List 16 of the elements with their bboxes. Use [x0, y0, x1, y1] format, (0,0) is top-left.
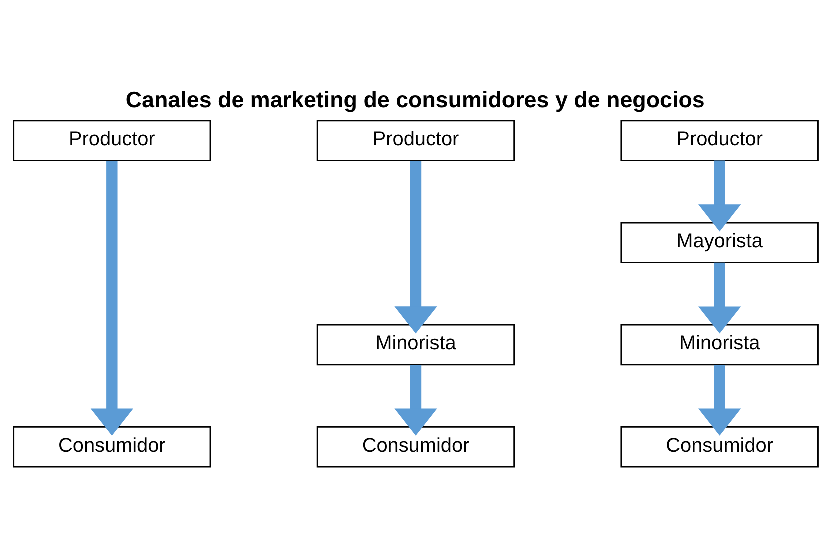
node-box: Minorista [620, 324, 819, 366]
node-box: Consumidor [316, 426, 516, 468]
diagram-title: Canales de marketing de consumidores y de negocios [126, 87, 705, 112]
node-box: Productor [620, 120, 819, 161]
arrow [698, 262, 742, 334]
node-box: Minorista [316, 324, 516, 366]
arrow [394, 364, 438, 436]
arrow [698, 160, 742, 232]
node-box: Productor [13, 120, 212, 161]
arrow [90, 160, 134, 436]
node-box: Mayorista [620, 222, 819, 264]
arrow [698, 364, 742, 436]
node-box: Consumidor [13, 426, 212, 468]
arrow [394, 160, 438, 334]
node-box: Consumidor [620, 426, 819, 468]
node-box: Productor [316, 120, 516, 161]
